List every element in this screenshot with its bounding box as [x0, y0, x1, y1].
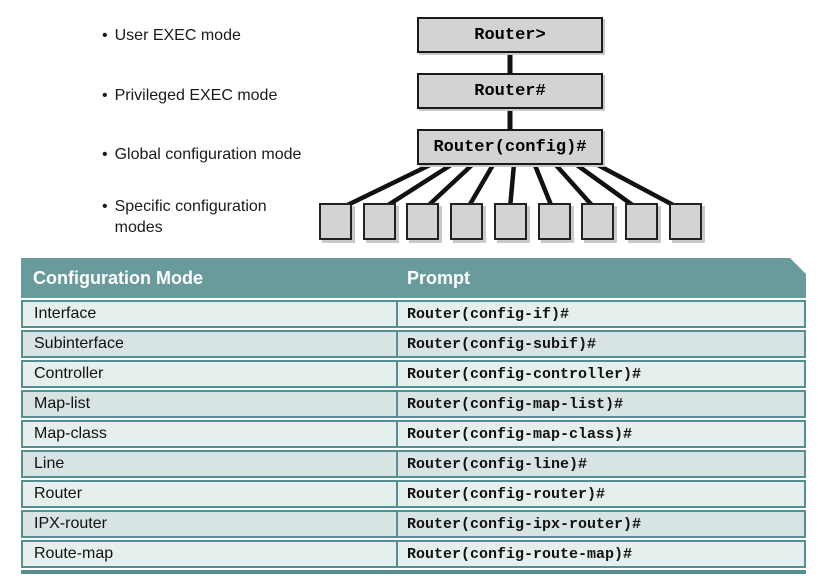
specific-mode-box — [668, 203, 702, 240]
bullet-label: Specific configuration modes — [114, 198, 267, 236]
mode-cell: Line — [23, 452, 398, 476]
bullet-specific-config: • Specific configuration modes — [102, 196, 307, 238]
prompt-cell: Router(config-ipx-router)# — [407, 515, 642, 533]
bullet-user-exec: • User EXEC mode — [102, 25, 241, 46]
table-row: Route-map Router(config-route-map)# — [21, 540, 806, 568]
table-row: Interface Router(config-if)# — [21, 300, 806, 328]
prompt-cell: Router(config-router)# — [407, 485, 606, 503]
table-body: Interface Router(config-if)# Subinterfac… — [21, 300, 806, 568]
header-prompt: Prompt — [407, 267, 470, 288]
specific-mode-box — [493, 203, 527, 240]
prompt-cell: Router(config-if)# — [407, 305, 570, 323]
table-row: Subinterface Router(config-subif)# — [21, 330, 806, 358]
header-configuration-mode: Configuration Mode — [33, 267, 203, 288]
specific-mode-box — [537, 203, 571, 240]
prompt-cell: Router(config-controller)# — [407, 365, 642, 383]
bullet-label: Privileged EXEC mode — [114, 87, 278, 104]
prompt-cell: Router(config-line)# — [407, 455, 588, 473]
table-header: Configuration Mode Prompt — [21, 258, 806, 298]
mode-cell: Router — [23, 482, 398, 506]
table-row: Map-class Router(config-map-class)# — [21, 420, 806, 448]
user-exec-prompt-box: Router> — [417, 17, 603, 53]
specific-mode-box — [581, 203, 615, 240]
global-config-prompt-box: Router(config)# — [417, 129, 603, 165]
prompt-cell: Router(config-route-map)# — [407, 545, 633, 563]
privileged-exec-prompt-box: Router# — [417, 73, 603, 109]
bullet-label: User EXEC mode — [114, 27, 241, 44]
bullet-global-config: • Global configuration mode — [102, 144, 301, 165]
bullet-icon: • — [102, 27, 108, 44]
mode-cell: Map-class — [23, 422, 398, 446]
mode-cell: Map-list — [23, 392, 398, 416]
mode-cell: Interface — [23, 302, 398, 326]
specific-mode-box — [406, 203, 440, 240]
mode-cell: Controller — [23, 362, 398, 386]
bullet-icon: • — [102, 87, 108, 104]
mode-cell: Route-map — [23, 542, 398, 566]
table-bottom-border — [21, 570, 806, 574]
specific-mode-box — [624, 203, 658, 240]
specific-mode-box — [319, 203, 352, 240]
bullet-label: Global configuration mode — [114, 146, 302, 163]
mode-cell: Subinterface — [23, 332, 398, 356]
specific-mode-box — [450, 203, 484, 240]
bullet-privileged-exec: • Privileged EXEC mode — [102, 85, 277, 106]
table-row: IPX-router Router(config-ipx-router)# — [21, 510, 806, 538]
bullet-icon: • — [102, 198, 108, 215]
table-row: Map-list Router(config-map-list)# — [21, 390, 806, 418]
table-row: Router Router(config-router)# — [21, 480, 806, 508]
mode-cell: IPX-router — [23, 512, 398, 536]
prompt-cell: Router(config-map-class)# — [407, 425, 633, 443]
table-row: Controller Router(config-controller)# — [21, 360, 806, 388]
specific-mode-box — [362, 203, 396, 240]
prompt-cell: Router(config-map-list)# — [407, 395, 624, 413]
table-row: Line Router(config-line)# — [21, 450, 806, 478]
prompt-cell: Router(config-subif)# — [407, 335, 597, 353]
config-mode-table: Configuration Mode Prompt Interface Rout… — [21, 258, 806, 574]
bullet-icon: • — [102, 146, 108, 163]
